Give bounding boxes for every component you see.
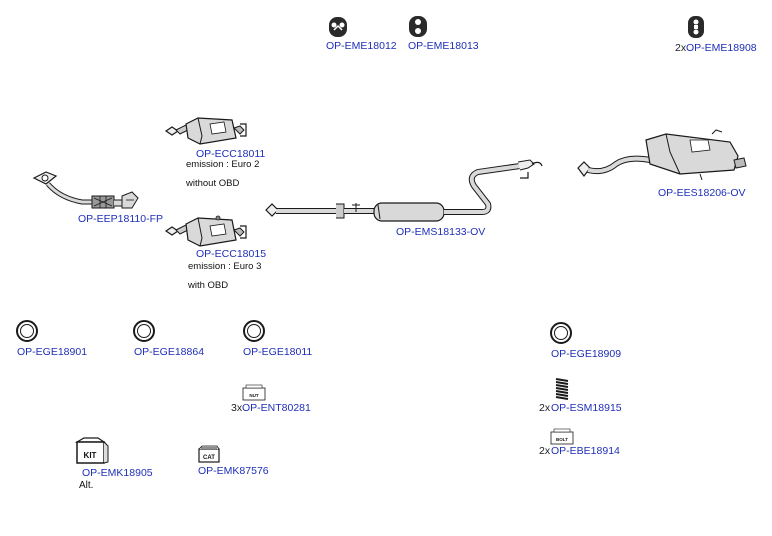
rubber-hanger-icon[interactable]	[329, 17, 347, 37]
emission-note: emission : Euro 3	[188, 261, 262, 272]
quantity-label: 2x	[539, 402, 551, 414]
part-code-link[interactable]: OP-EME18013	[408, 40, 479, 52]
part-code-link[interactable]: OP-EMS18133-OV	[396, 226, 486, 238]
cat-kit-box-icon[interactable]: CAT	[198, 445, 220, 463]
quantity-label: 3x	[231, 402, 243, 414]
rubber-hanger-icon[interactable]	[688, 16, 704, 38]
cat-box-text: CAT	[203, 455, 215, 461]
front-pipe-icon[interactable]	[32, 171, 139, 209]
part-code-link[interactable]: OP-EGE18011	[243, 346, 313, 358]
gasket-ring-icon[interactable]	[133, 320, 155, 342]
part-code-link[interactable]: OP-EMK87576	[198, 465, 269, 477]
emission-note: emission : Euro 2	[186, 159, 260, 170]
alternative-note: Alt.	[79, 480, 94, 491]
part-code-link[interactable]: OP-ESM18915	[551, 402, 622, 414]
nut-box-icon[interactable]: NUT	[242, 384, 266, 401]
bolt-box-icon[interactable]: BOLT	[550, 428, 574, 445]
part-code-link[interactable]: OP-EGE18864	[134, 346, 205, 358]
part-code-link[interactable]: OP-EGE18909	[551, 348, 622, 360]
bolt-box-text: BOLT	[556, 437, 568, 442]
part-code-link[interactable]: OP-EGE18901	[17, 346, 88, 358]
obd-note: with OBD	[188, 280, 229, 291]
quantity-label: 2x	[675, 42, 687, 54]
spring-icon[interactable]	[555, 378, 569, 400]
rear-silencer-icon[interactable]	[577, 129, 747, 181]
part-code-link[interactable]: OP-EBE18914	[551, 445, 620, 457]
gasket-ring-icon[interactable]	[550, 322, 572, 344]
nut-box-text: NUT	[249, 393, 258, 398]
middle-silencer-icon[interactable]	[265, 159, 543, 222]
part-code-link[interactable]: OP-EMK18905	[82, 467, 153, 479]
catalytic-converter-icon[interactable]	[164, 215, 247, 247]
part-code-link[interactable]: OP-ECC18011	[196, 148, 266, 160]
rubber-hanger-icon[interactable]	[409, 16, 427, 37]
kit-box-text: KIT	[84, 451, 97, 460]
gasket-ring-icon[interactable]	[16, 320, 38, 342]
catalytic-converter-icon[interactable]	[164, 117, 247, 145]
part-code-link[interactable]: OP-EEP18110-FP	[78, 213, 164, 225]
quantity-label: 2x	[539, 445, 551, 457]
gasket-ring-icon[interactable]	[243, 320, 265, 342]
part-code-link[interactable]: OP-EME18908	[686, 42, 757, 54]
fitting-kit-box-icon[interactable]: KIT	[74, 437, 109, 464]
part-code-link[interactable]: OP-EES18206-OV	[658, 187, 746, 199]
part-code-link[interactable]: OP-ECC18015	[196, 248, 267, 260]
part-code-link[interactable]: OP-EME18012	[326, 40, 397, 52]
obd-note: without OBD	[186, 178, 240, 189]
part-code-link[interactable]: OP-ENT80281	[242, 402, 311, 414]
